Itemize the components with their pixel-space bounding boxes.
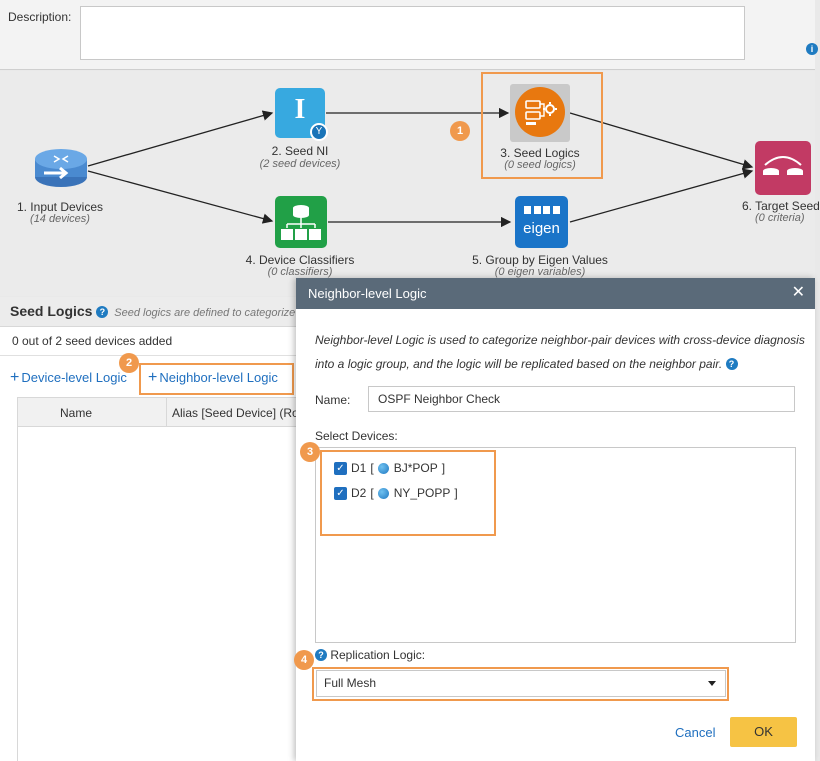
seed-logics-node[interactable] bbox=[510, 84, 570, 142]
description-label: Description: bbox=[8, 10, 72, 24]
input-devices-label: 1. Input Devices bbox=[16, 200, 104, 214]
divider bbox=[0, 355, 300, 356]
device-item-d2[interactable]: ✓ D2 [ NY_POPP ] bbox=[334, 486, 458, 500]
eigen-icon: eigen bbox=[523, 220, 560, 237]
eigen-grid-icon bbox=[524, 206, 560, 214]
link-input-classifiers bbox=[87, 170, 274, 224]
column-divider bbox=[166, 398, 167, 426]
eigen-label: 5. Group by Eigen Values bbox=[472, 253, 608, 267]
device-classifiers-node[interactable] bbox=[275, 196, 327, 248]
seed-logics-grid-header: Name Alias [Seed Device] (Ro bbox=[17, 397, 300, 427]
seed-logics-icon bbox=[515, 87, 565, 137]
seed-ni-node[interactable]: I Y bbox=[275, 88, 328, 141]
ok-button[interactable]: OK bbox=[730, 717, 797, 747]
close-icon[interactable]: ✕ bbox=[791, 284, 805, 301]
target-seed-node[interactable] bbox=[755, 141, 811, 195]
select-devices-label: Select Devices: bbox=[315, 429, 398, 443]
neighbor-level-logic-dialog: Neighbor-level Logic ✕ Neighbor-level Lo… bbox=[294, 278, 815, 761]
seed-ni-sub: (2 seed devices) bbox=[259, 158, 341, 170]
site-globe-icon bbox=[377, 487, 389, 499]
checkbox-checked-icon[interactable]: ✓ bbox=[334, 461, 347, 475]
seed-logics-grid-body bbox=[17, 427, 300, 761]
callout-2: 2 bbox=[119, 353, 139, 373]
column-name[interactable]: Name bbox=[60, 406, 93, 420]
dialog-title: Neighbor-level Logic bbox=[296, 278, 815, 309]
router-icon bbox=[35, 149, 87, 187]
input-devices-node[interactable] bbox=[32, 147, 90, 189]
device-classifiers-sub: (0 classifiers) bbox=[267, 266, 333, 278]
seed-ni-icon: I bbox=[294, 94, 306, 125]
neighbor-link-highlight bbox=[139, 363, 294, 395]
info-icon[interactable]: i bbox=[806, 43, 818, 55]
column-alias[interactable]: Alias [Seed Device] (Ro bbox=[172, 406, 299, 420]
seed-badge-icon: Y bbox=[310, 123, 328, 141]
device-site: NY_POPP bbox=[393, 486, 451, 500]
seed-logics-title: Seed Logics bbox=[10, 303, 93, 319]
neighbor-level-logic-label: Neighbor-level Logic bbox=[159, 370, 278, 385]
replication-highlight bbox=[312, 667, 729, 701]
seed-logics-hint: Seed logics are defined to categorize bbox=[114, 307, 296, 319]
device-level-logic-label: Device-level Logic bbox=[21, 370, 127, 385]
seed-logics-sub: (0 seed logics) bbox=[504, 159, 576, 171]
plus-icon: + bbox=[10, 369, 20, 386]
seed-logics-highlight bbox=[481, 72, 603, 179]
device-bracket-open: [ bbox=[370, 461, 374, 475]
help-icon[interactable]: ? bbox=[96, 306, 109, 318]
device-bracket-close: ] bbox=[454, 486, 458, 500]
link-seedlogics-target bbox=[569, 112, 754, 170]
device-classifiers-label: 4. Device Classifiers bbox=[245, 253, 355, 267]
name-label: Name: bbox=[315, 393, 351, 407]
device-name: D2 bbox=[351, 486, 367, 500]
classifier-icon bbox=[281, 205, 321, 240]
seed-ni-label: 2. Seed NI bbox=[271, 144, 329, 158]
input-devices-sub: (14 devices) bbox=[30, 213, 90, 225]
device-site: BJ*POP bbox=[393, 461, 438, 475]
help-icon[interactable]: ? bbox=[725, 358, 738, 370]
replication-logic-value: Full Mesh bbox=[324, 676, 377, 690]
description-field[interactable] bbox=[80, 6, 745, 60]
link-input-seedni bbox=[87, 110, 274, 167]
cancel-button[interactable]: Cancel bbox=[675, 725, 716, 740]
callout-4: 4 bbox=[294, 650, 314, 670]
replication-logic-label: Replication Logic: bbox=[330, 648, 426, 662]
seed-logics-panel: Seed Logics ? Seed logics are defined to… bbox=[0, 297, 300, 761]
name-input[interactable] bbox=[368, 386, 795, 412]
target-seed-icon bbox=[763, 156, 803, 175]
replication-logic-row: ? Replication Logic: bbox=[315, 648, 425, 662]
chevron-down-icon bbox=[708, 681, 716, 686]
target-seed-sub: (0 criteria) bbox=[755, 212, 805, 224]
flow-links bbox=[87, 107, 754, 228]
seed-logics-label: 3. Seed Logics bbox=[500, 146, 580, 160]
device-level-logic-link[interactable]: +Device-level Logic bbox=[10, 369, 127, 387]
dialog-description: Neighbor-level Logic is used to categori… bbox=[315, 328, 805, 376]
eigen-sub: (0 eigen variables) bbox=[494, 266, 586, 278]
device-item-d1[interactable]: ✓ D1 [ BJ*POP ] bbox=[334, 461, 445, 475]
callout-3: 3 bbox=[300, 442, 320, 462]
device-selection-highlight bbox=[320, 450, 496, 536]
eigen-node[interactable]: eigen bbox=[515, 196, 568, 248]
device-name: D1 bbox=[351, 461, 367, 475]
flow-canvas: 1. Input Devices (14 devices) I Y 2. See… bbox=[0, 71, 820, 296]
replication-logic-select[interactable]: Full Mesh bbox=[316, 670, 726, 697]
device-bracket-open: [ bbox=[370, 486, 374, 500]
neighbor-level-logic-link[interactable]: +Neighbor-level Logic bbox=[148, 369, 278, 387]
device-list: ✓ D1 [ BJ*POP ] ✓ D2 [ NY_POPP ] bbox=[315, 447, 796, 643]
help-icon[interactable]: ? bbox=[315, 649, 327, 661]
device-bracket-close: ] bbox=[441, 461, 446, 475]
site-globe-icon bbox=[377, 462, 389, 474]
description-section: Description: i bbox=[0, 0, 818, 70]
seed-logics-header: Seed Logics ? Seed logics are defined to… bbox=[0, 297, 300, 327]
link-eigen-target bbox=[569, 168, 754, 223]
seed-count-text: 0 out of 2 seed devices added bbox=[12, 334, 173, 348]
dialog-description-text: Neighbor-level Logic is used to categori… bbox=[315, 333, 805, 371]
target-seed-label: 6. Target Seed bbox=[742, 199, 820, 213]
plus-icon: + bbox=[148, 369, 158, 386]
callout-1: 1 bbox=[450, 121, 470, 141]
checkbox-checked-icon[interactable]: ✓ bbox=[334, 486, 347, 500]
